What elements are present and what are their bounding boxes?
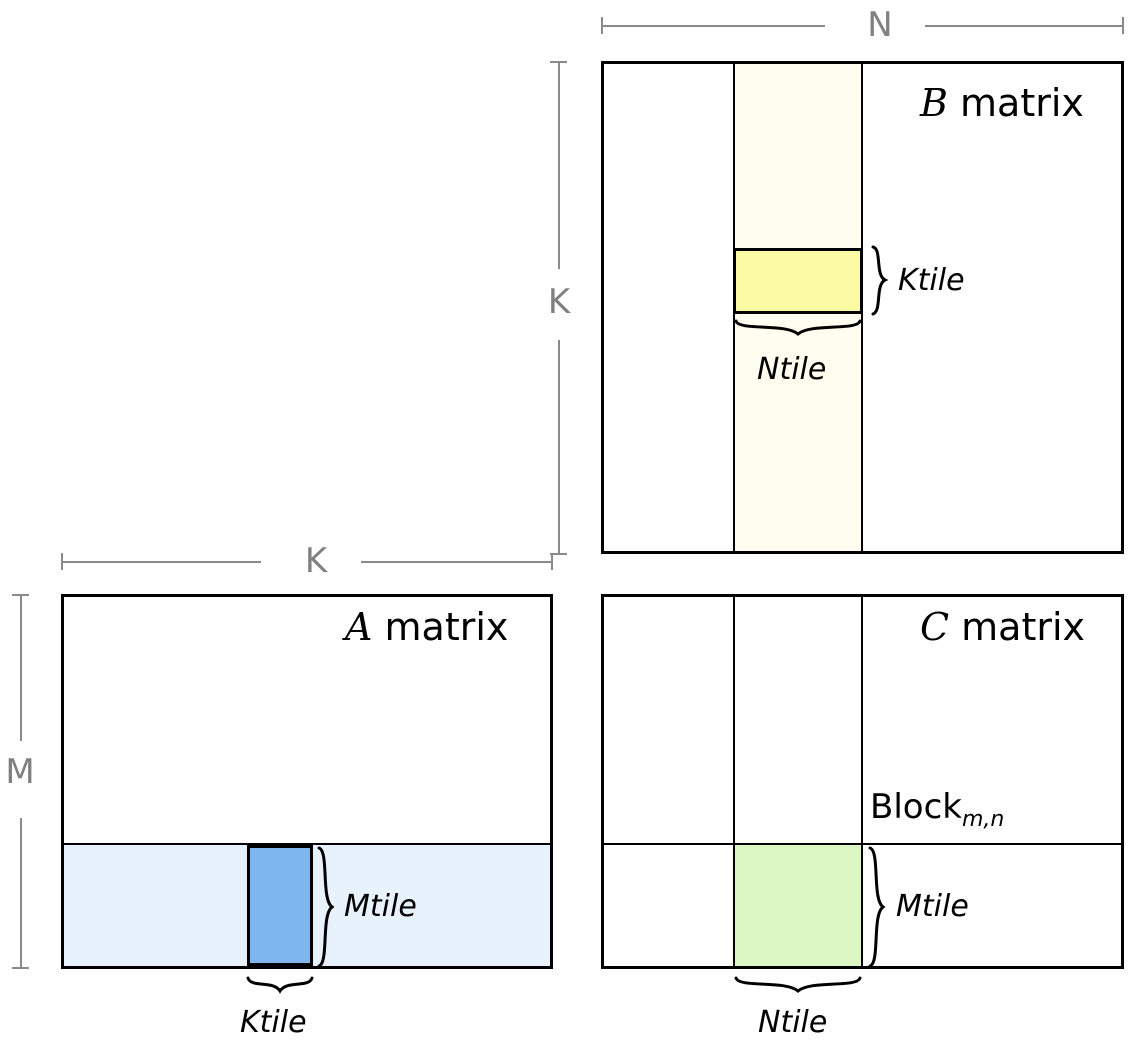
b-matrix-ntile-label: Ntile [757, 352, 827, 387]
a-matrix-mtile-brace [315, 845, 341, 969]
c-matrix-title-rest: matrix [949, 605, 1086, 649]
a-matrix-gridline-row [64, 843, 550, 845]
c-matrix-gridline-row [604, 843, 1121, 845]
c-matrix-mtile-brace [866, 845, 892, 969]
b-matrix-ktile-label: Ktile [898, 263, 965, 298]
a-matrix-ktile-brace [245, 975, 315, 1001]
c-matrix-mtile-label: Mtile [896, 889, 969, 924]
c-matrix-title-var: C [920, 605, 950, 649]
dimension-k-vertical-label: K [547, 282, 571, 322]
c-matrix-title: C matrix [920, 608, 1085, 646]
dimension-k-vertical-cap-bottom [550, 553, 567, 555]
dimension-k-horizontal-segment-left [61, 561, 261, 563]
dimension-n-label: N [867, 5, 893, 45]
c-matrix-ntile-label: Ntile [758, 1005, 828, 1040]
c-matrix-gridline-right [861, 597, 863, 966]
dimension-k-vertical-segment-bottom [558, 340, 560, 554]
dimension-k-horizontal-cap-right [551, 553, 553, 570]
b-matrix-ntile-brace [733, 318, 863, 344]
c-matrix-ntile-brace [733, 975, 863, 1001]
dimension-m-segment-bottom [20, 818, 22, 968]
b-matrix-tile [733, 248, 863, 314]
dimension-m-segment-top [20, 594, 22, 741]
c-matrix-tile [735, 845, 861, 966]
dimension-n-cap-right [1122, 17, 1124, 34]
c-matrix-block-label: Blockm,n [870, 790, 1004, 831]
dimension-m-label: M [5, 752, 35, 792]
a-matrix-title-rest: matrix [372, 605, 509, 649]
a-matrix-title: A matrix [345, 608, 508, 646]
dimension-n-segment-right [925, 25, 1124, 27]
a-matrix-ktile-label: Ktile [240, 1005, 307, 1040]
dimension-n-segment-left [601, 25, 825, 27]
b-matrix-title-var: B [920, 81, 948, 125]
dimension-m-cap-bottom [12, 967, 29, 969]
c-matrix-gridline-left [733, 597, 735, 966]
b-matrix-title-rest: matrix [947, 81, 1084, 125]
b-matrix-ktile-brace [869, 245, 895, 317]
a-matrix-title-var: A [345, 605, 373, 649]
dimension-k-horizontal-label: K [304, 541, 328, 581]
c-matrix-block-label-subscript: m,n [961, 806, 1005, 832]
dimension-k-vertical-segment-top [558, 61, 560, 269]
a-matrix-mtile-label: Mtile [344, 889, 417, 924]
c-matrix-block-label-text: Block [870, 787, 962, 827]
a-matrix-tile [247, 845, 313, 966]
b-matrix-title: B matrix [920, 84, 1084, 122]
dimension-k-horizontal-segment-right [361, 561, 553, 563]
